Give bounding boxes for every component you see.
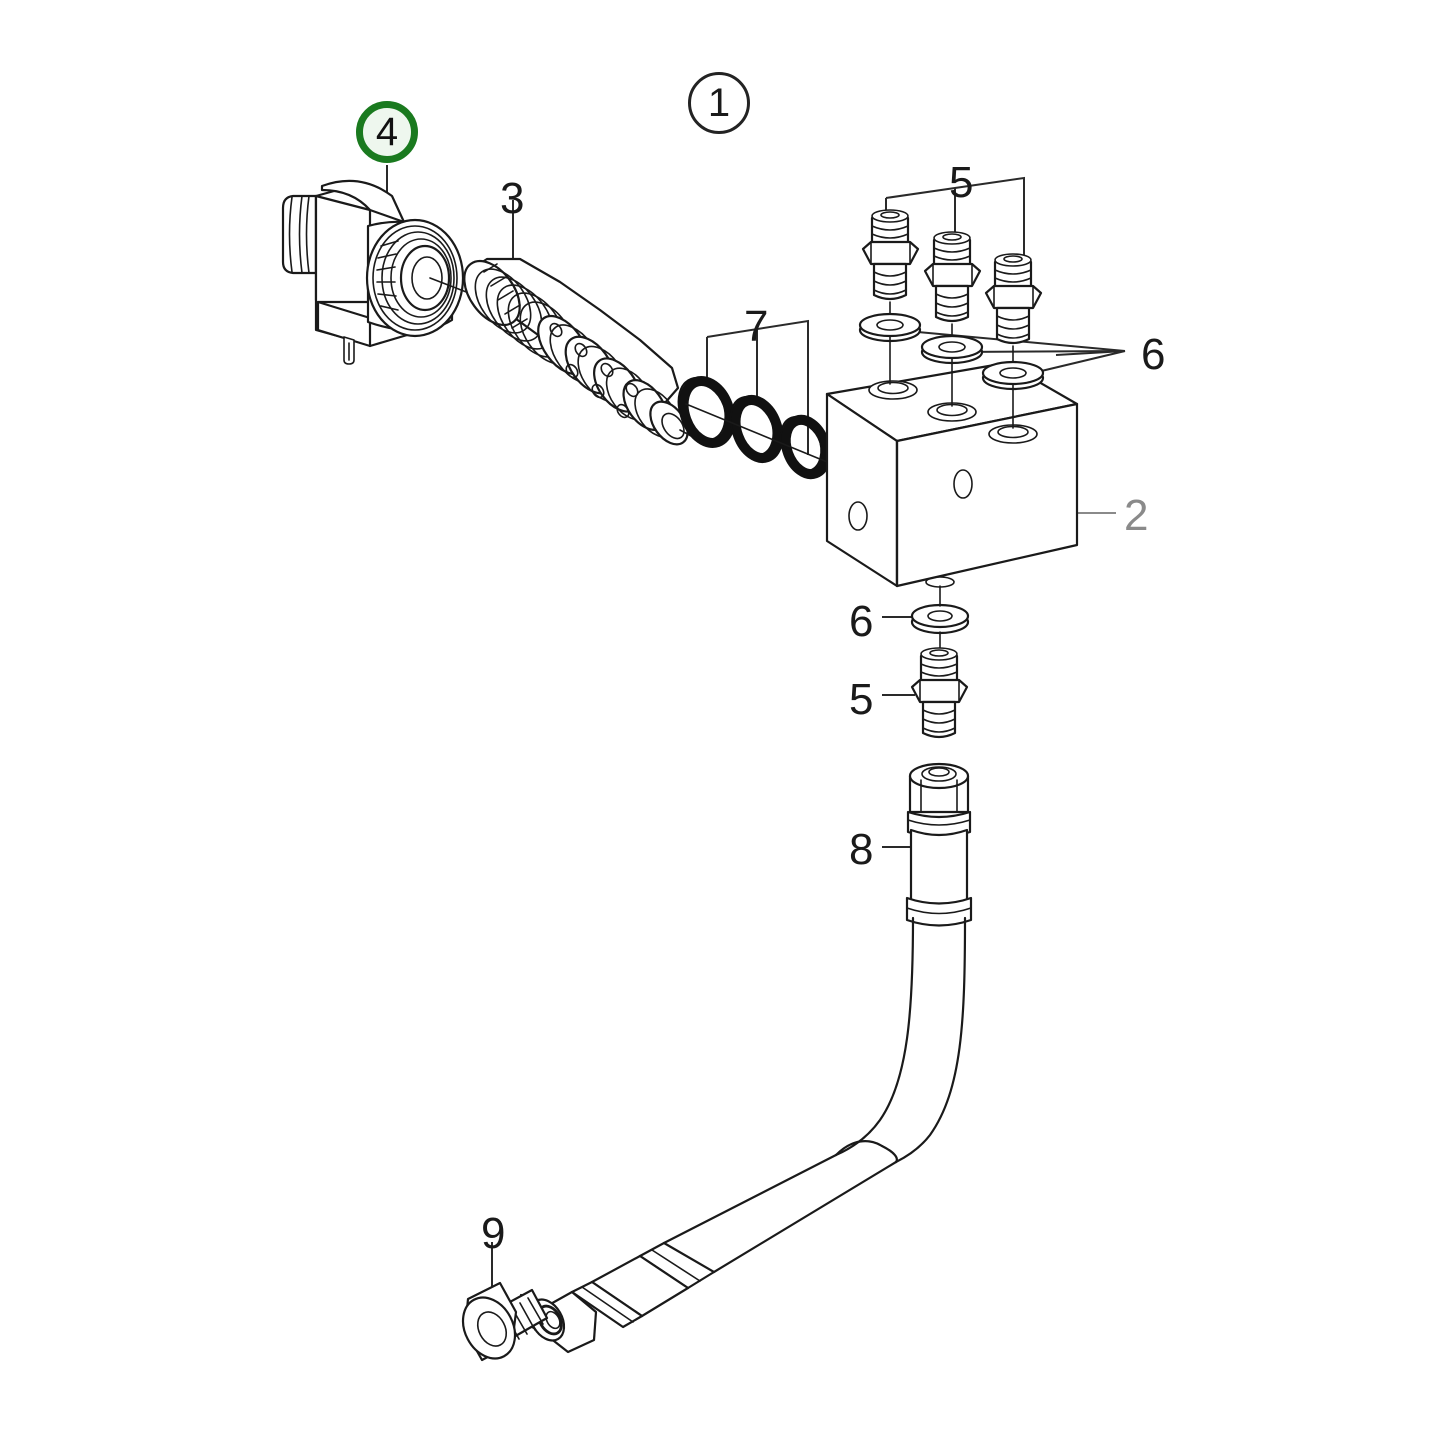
- label-5-lower: 5: [849, 675, 874, 724]
- part-plug-9: [461, 1281, 549, 1362]
- label-9: 9: [481, 1209, 506, 1258]
- callout-1-number: 1: [707, 80, 731, 125]
- label-8: 8: [849, 825, 874, 874]
- callout-1[interactable]: 1: [688, 72, 750, 134]
- callout-4-highlighted[interactable]: 4: [356, 101, 418, 163]
- label-6-lower: 6: [849, 597, 874, 646]
- label-5-top: 5: [949, 158, 974, 207]
- label-3: 3: [500, 174, 525, 223]
- leader-5-top: [885, 176, 1025, 265]
- label-6-right: 6: [1141, 330, 1166, 379]
- label-7: 7: [744, 302, 769, 351]
- leader-7: [706, 319, 809, 455]
- part-fittings-5-top: [861, 209, 1043, 367]
- part-hose-assembly-8: [519, 762, 973, 1354]
- part-washers-6-top: [858, 312, 1045, 429]
- label-2: 2: [1124, 491, 1149, 540]
- part-orings-7: [677, 376, 833, 480]
- part-solenoid-coil-4: [281, 179, 501, 365]
- callout-4-number: 4: [375, 109, 399, 154]
- part-washer-6-lower: [910, 585, 970, 651]
- part-fitting-5-lower: [910, 647, 969, 739]
- part-cartridge-valve-3: [463, 257, 707, 446]
